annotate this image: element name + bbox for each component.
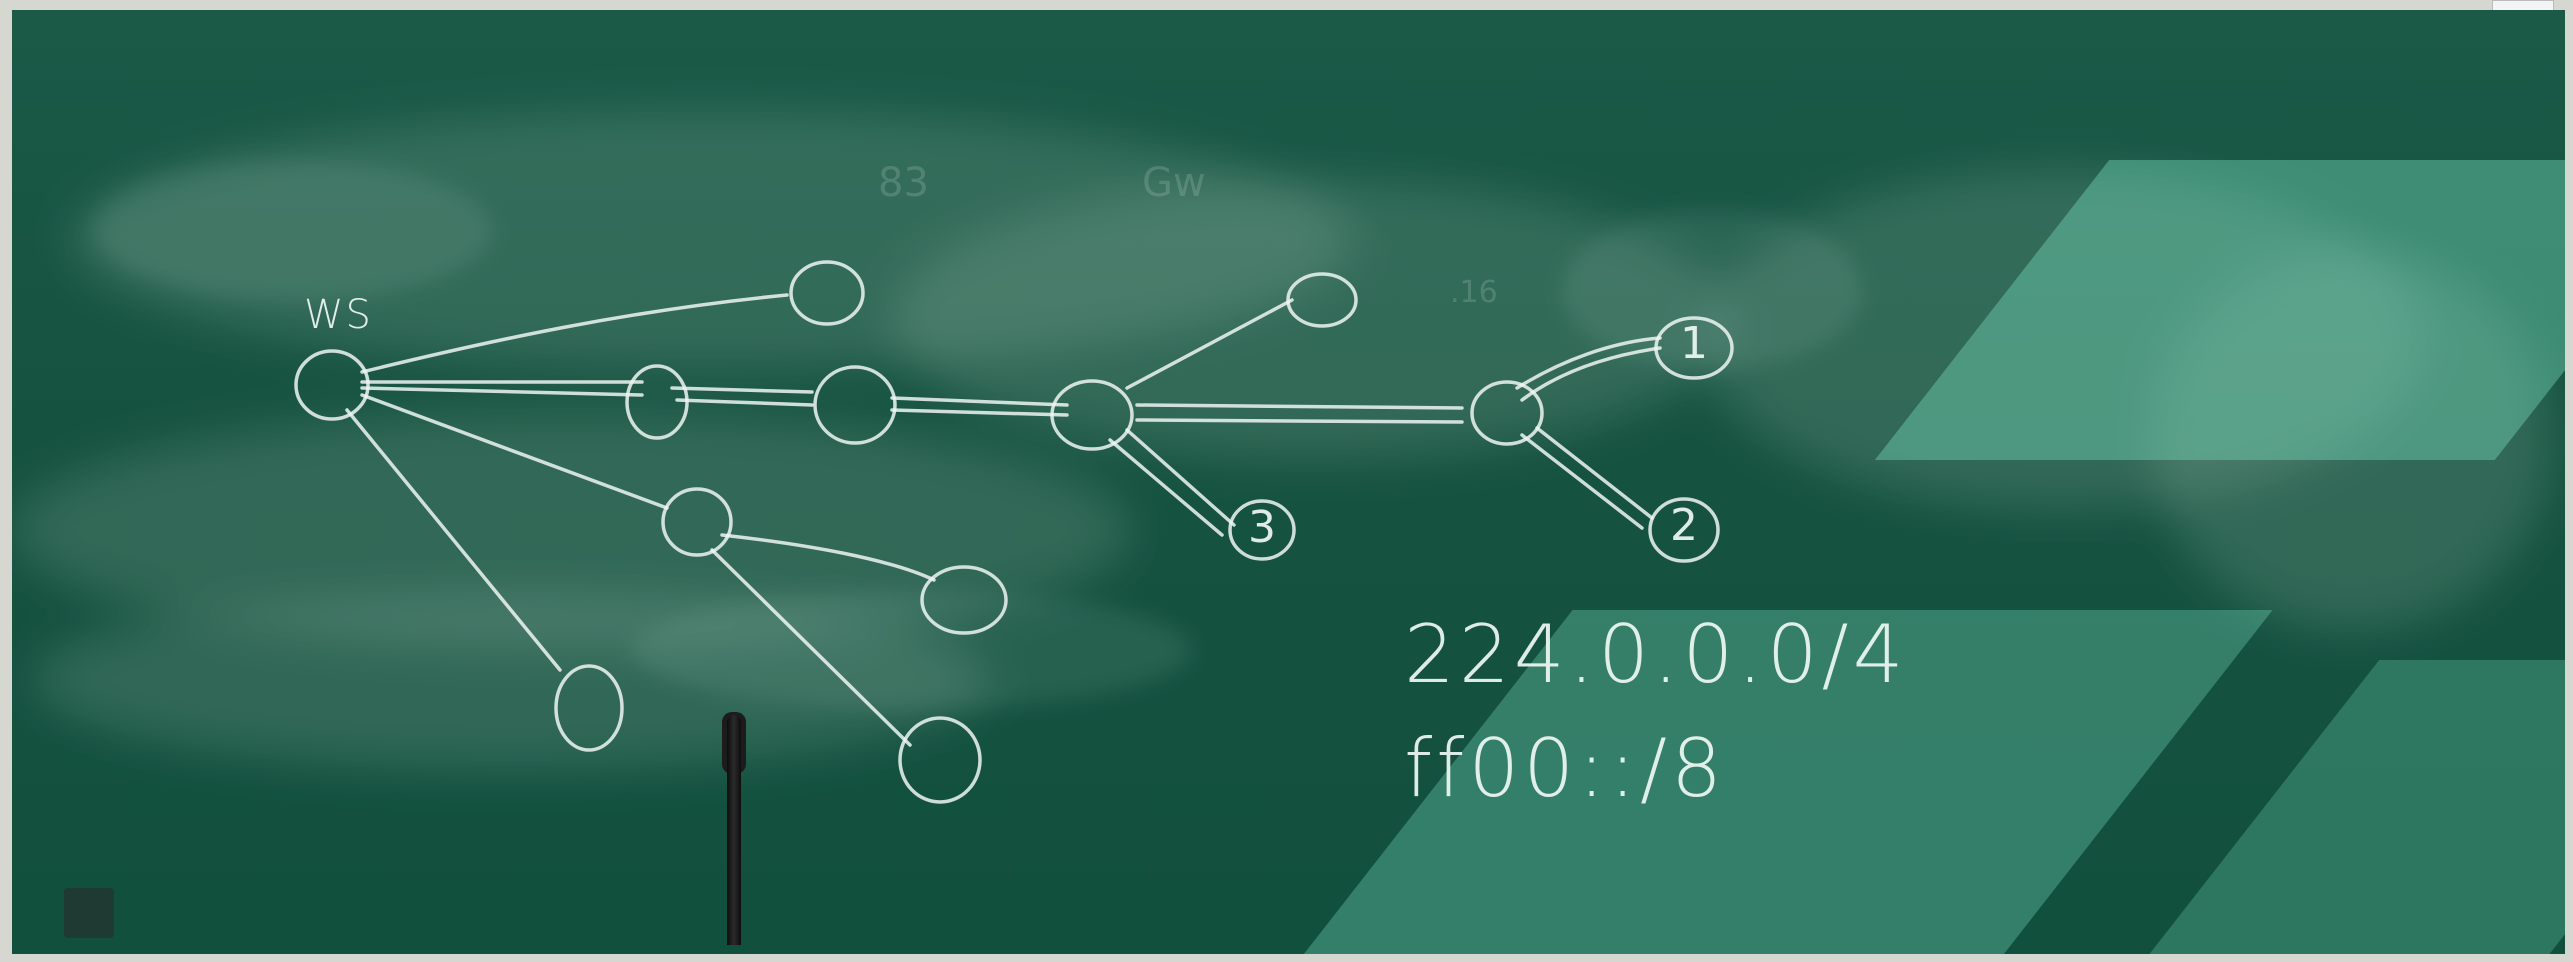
receiver-node-1 [1654, 316, 1734, 380]
ipv6-multicast-range: ff00::/8 [1404, 722, 1726, 815]
node [661, 487, 733, 557]
node-label-1: 1 [1680, 318, 1708, 369]
edge [890, 408, 1069, 417]
chalkboard: 83 Gw .16 WS 1 2 3 224.0.0.0/4 ff00::/8 [12, 10, 2565, 954]
edge [710, 548, 912, 747]
edge [670, 386, 814, 394]
edge [675, 398, 814, 407]
source-node [294, 349, 370, 421]
edge [1108, 438, 1224, 537]
router-node [1470, 380, 1544, 446]
edge [1125, 428, 1236, 527]
node [898, 716, 982, 804]
receiver-node-3 [1228, 499, 1296, 561]
receiver-node-2 [1648, 497, 1720, 563]
node [920, 565, 1008, 635]
microphone-stand [727, 715, 741, 945]
edge [1125, 298, 1294, 390]
edge [1520, 433, 1644, 530]
edge [720, 533, 936, 582]
edge [345, 408, 562, 672]
board-mark [64, 888, 114, 938]
node [1286, 272, 1358, 328]
ipv4-multicast-range: 224.0.0.0/4 [1404, 608, 1908, 701]
node-label-2: 2 [1670, 500, 1698, 551]
edge [1135, 418, 1464, 424]
eraser-smudges [12, 110, 2552, 770]
node-label-3: 3 [1248, 502, 1276, 553]
erased-scribble: .16 [1450, 275, 1498, 310]
node [789, 260, 865, 326]
hub-node [1050, 379, 1134, 451]
erased-scribble: Gw [1142, 160, 1206, 206]
source-label: WS [304, 292, 373, 338]
erased-scribble: 83 [878, 160, 929, 206]
edge [1535, 426, 1654, 520]
edge [1515, 336, 1662, 390]
edge [360, 386, 644, 397]
edge [1520, 346, 1662, 402]
node [813, 365, 897, 445]
edge [1135, 403, 1464, 410]
multicast-tree-drawing [294, 260, 1734, 804]
edge [360, 393, 669, 510]
node [554, 664, 624, 752]
edge [890, 396, 1069, 407]
node [625, 364, 689, 440]
edge [360, 293, 789, 374]
